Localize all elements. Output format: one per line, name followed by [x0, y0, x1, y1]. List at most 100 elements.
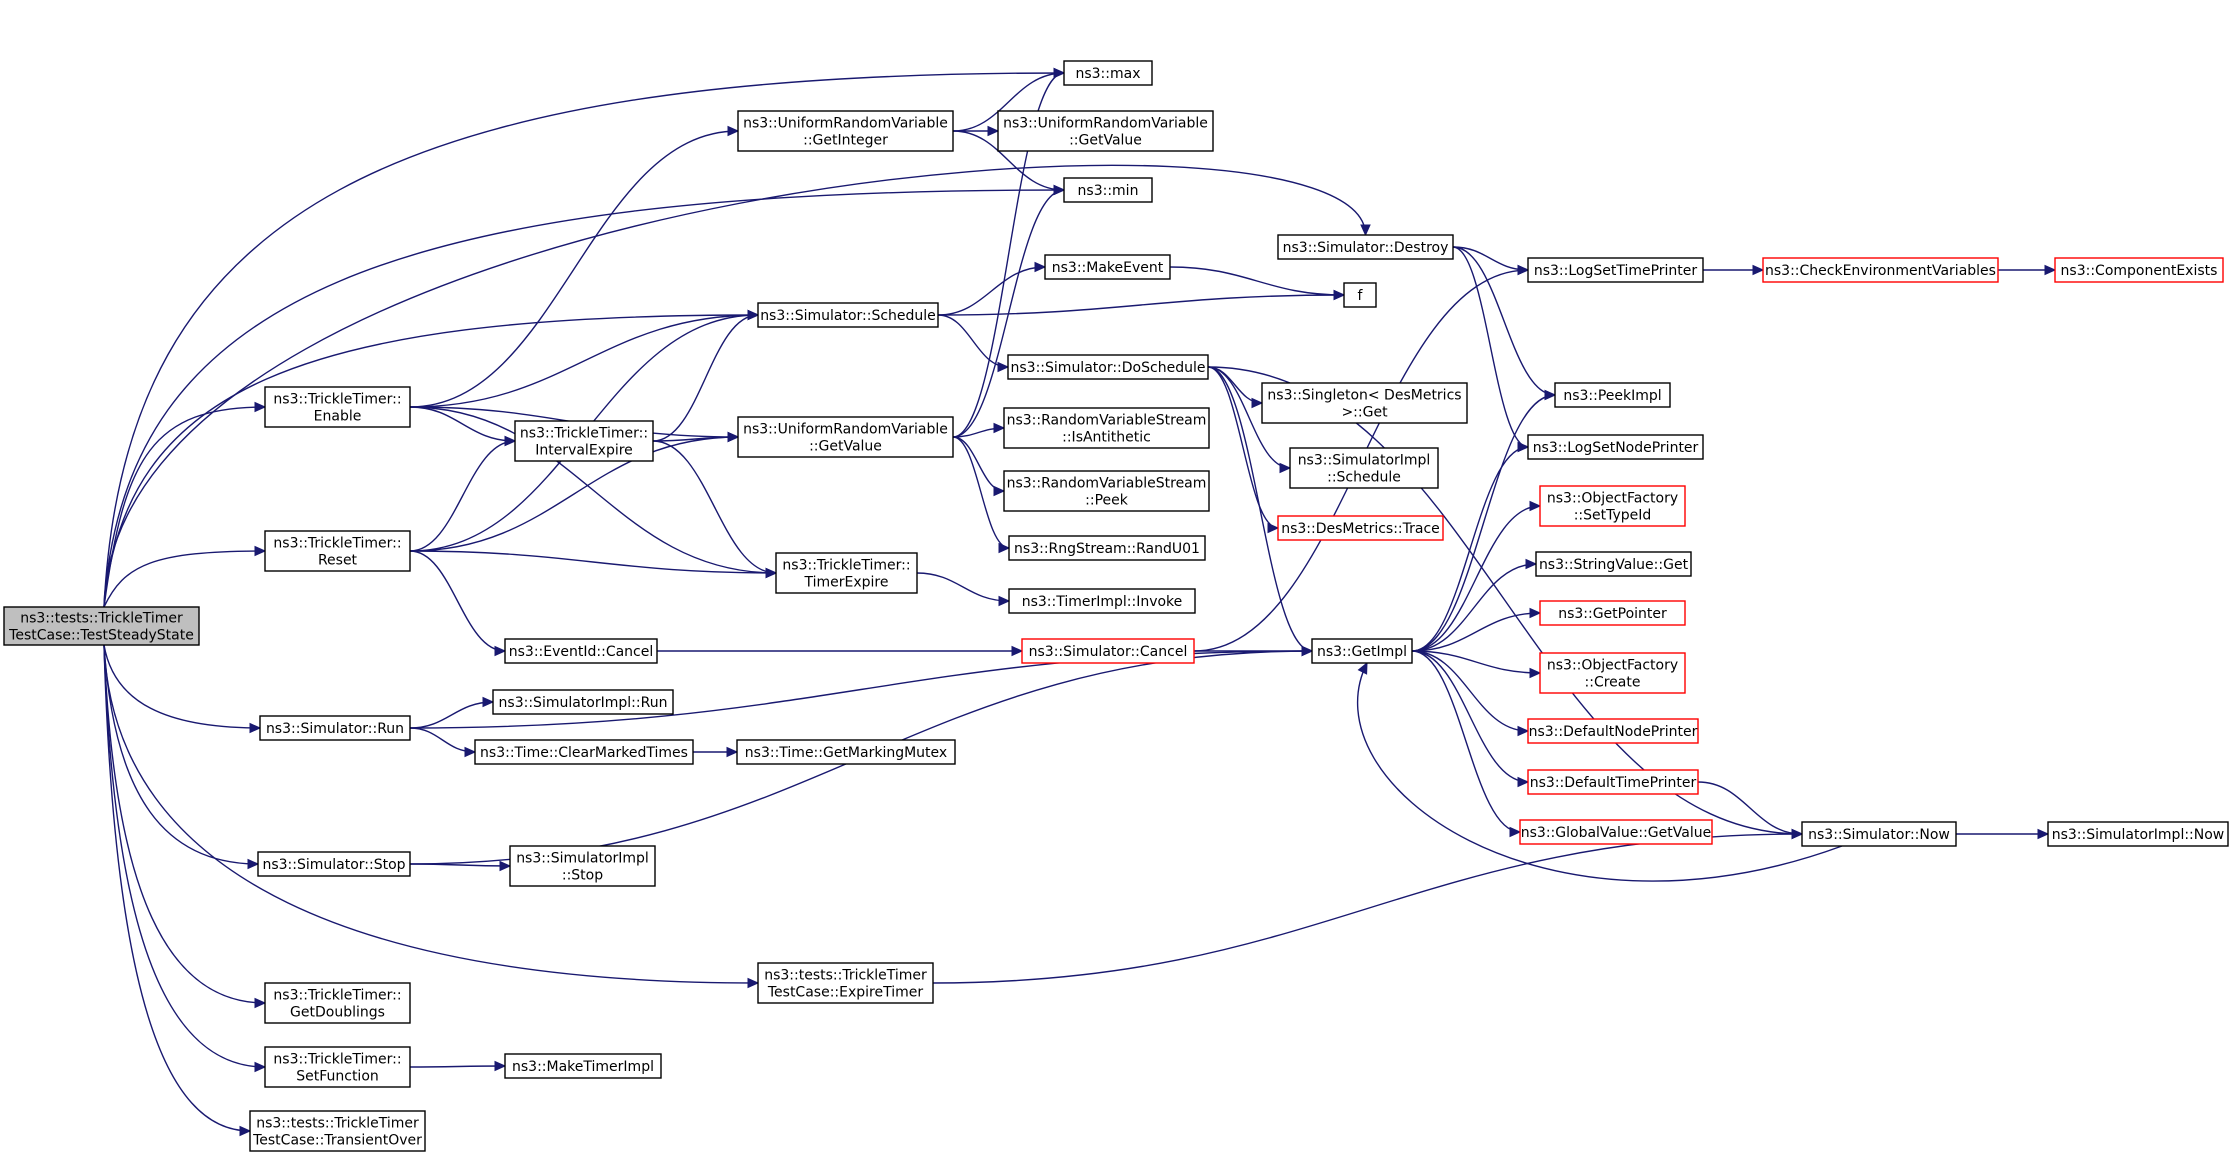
- node-rvs_isanti[interactable]: ns3::RandomVariableStream::IsAntithetic: [1003, 407, 1210, 449]
- node-label-line: ns3::Simulator::Stop: [262, 857, 405, 873]
- edge-line: [103, 644, 259, 865]
- node-getpointer[interactable]: ns3::GetPointer: [1539, 600, 1686, 626]
- node-peekimpl[interactable]: ns3::PeekImpl: [1554, 382, 1671, 408]
- edge-line: [652, 314, 759, 442]
- node-label-line: ns3::min: [1078, 183, 1139, 199]
- node-box: [1519, 819, 1713, 845]
- arrowhead: [464, 746, 477, 758]
- node-timerimpl_invoke[interactable]: ns3::TimerImpl::Invoke: [1008, 588, 1196, 614]
- node-box: [1801, 821, 1957, 847]
- node-sim_schedule[interactable]: ns3::Simulator::Schedule: [757, 302, 939, 328]
- node-compexists[interactable]: ns3::ComponentExists: [2054, 257, 2224, 283]
- node-tt_expiretimer[interactable]: ns3::tests::TrickleTimerTestCase::Expire…: [757, 962, 934, 1004]
- node-label-line: ns3::TrickleTimer::: [520, 426, 648, 442]
- arrowhead: [1525, 558, 1538, 570]
- arrowhead: [1517, 725, 1530, 737]
- node-time_getmarking[interactable]: ns3::Time::GetMarkingMutex: [736, 739, 956, 765]
- node-desmetrics_trace[interactable]: ns3::DesMetrics::Trace: [1277, 515, 1444, 541]
- node-label-line: ns3::MakeTimerImpl: [512, 1059, 654, 1075]
- node-tt_reset[interactable]: ns3::TrickleTimer::Reset: [264, 530, 411, 572]
- node-globalvalue_get[interactable]: ns3::GlobalValue::GetValue: [1519, 819, 1713, 845]
- edge-line: [1207, 366, 1313, 652]
- node-tt_setfunction[interactable]: ns3::TrickleTimer::SetFunction: [264, 1046, 411, 1088]
- edge-root-to-tt_enable: [103, 401, 267, 608]
- node-makeevent[interactable]: ns3::MakeEvent: [1044, 254, 1171, 280]
- arrowhead: [1053, 67, 1066, 79]
- arrowhead: [727, 125, 740, 137]
- node-objfact_create[interactable]: ns3::ObjectFactory::Create: [1539, 652, 1686, 694]
- edge-sim_doschedule-to-desmetrics_trace: [1207, 366, 1280, 534]
- node-box: [264, 982, 411, 1024]
- node-tt_transient[interactable]: ns3::tests::TrickleTimerTestCase::Transi…: [249, 1110, 426, 1152]
- node-rng_randu01[interactable]: ns3::RngStream::RandU01: [1008, 535, 1206, 561]
- node-label-line: IntervalExpire: [535, 443, 633, 459]
- edge-getimpl-to-defnodeprinter: [1411, 650, 1530, 737]
- node-getimpl[interactable]: ns3::GetImpl: [1311, 638, 1413, 664]
- node-box: [249, 1110, 426, 1152]
- arrowhead: [1752, 264, 1765, 276]
- node-simimpl_now[interactable]: ns3::SimulatorImpl::Now: [2047, 821, 2229, 847]
- edge-root-to-sim_stop: [103, 644, 260, 870]
- arrowhead: [1517, 264, 1530, 276]
- node-rvs_peek[interactable]: ns3::RandomVariableStream::Peek: [1003, 470, 1210, 512]
- edge-root-to-min: [103, 184, 1066, 608]
- node-root[interactable]: ns3::tests::TrickleTimerTestCase::TestSt…: [3, 606, 200, 646]
- node-defnodeprinter[interactable]: ns3::DefaultNodePrinter: [1527, 718, 1699, 744]
- node-tt_intexp[interactable]: ns3::TrickleTimer::IntervalExpire: [514, 420, 654, 462]
- edge-line: [932, 833, 1803, 984]
- edge-tt_intexp-to-tt_timerexp: [652, 440, 778, 579]
- edge-getimpl-to-peekimpl: [1411, 389, 1557, 652]
- node-uri_getint[interactable]: ns3::UniformRandomVariable::GetInteger: [737, 110, 954, 152]
- node-sim_run[interactable]: ns3::Simulator::Run: [259, 715, 411, 741]
- node-stringvalue_get[interactable]: ns3::StringValue::Get: [1535, 551, 1692, 577]
- edge-line: [103, 644, 266, 1004]
- edge-urv_getval-to-rng_randu01: [952, 436, 1011, 554]
- node-singleton_get[interactable]: ns3::Singleton< DesMetrics>::Get: [1261, 382, 1468, 424]
- edge-line: [1411, 650, 1541, 674]
- edge-root-to-tt_transient: [103, 644, 252, 1137]
- node-simimpl_run[interactable]: ns3::SimulatorImpl::Run: [492, 689, 674, 715]
- arrowhead: [249, 722, 262, 734]
- node-f[interactable]: f: [1343, 282, 1377, 308]
- node-eventid_cancel[interactable]: ns3::EventId::Cancel: [504, 638, 658, 664]
- node-simimpl_stop[interactable]: ns3::SimulatorImpl::Stop: [509, 845, 656, 887]
- node-urv_getval[interactable]: ns3::UniformRandomVariable::GetValue: [737, 416, 954, 458]
- node-sim_stop[interactable]: ns3::Simulator::Stop: [257, 851, 411, 877]
- node-max[interactable]: ns3::max: [1063, 60, 1153, 86]
- edge-root-to-sim_schedule: [103, 309, 760, 608]
- node-time_clearmarked[interactable]: ns3::Time::ClearMarkedTimes: [474, 739, 694, 765]
- node-min[interactable]: ns3::min: [1063, 177, 1153, 203]
- node-box: [1044, 254, 1171, 280]
- node-label-line: ns3::DefaultTimePrinter: [1530, 775, 1697, 791]
- node-logsettime[interactable]: ns3::LogSetTimePrinter: [1527, 257, 1704, 283]
- node-tt_getdoublings[interactable]: ns3::TrickleTimer::GetDoublings: [264, 982, 411, 1024]
- node-sim_cancel[interactable]: ns3::Simulator::Cancel: [1021, 638, 1195, 664]
- node-tt_timerexp[interactable]: ns3::TrickleTimer::TimerExpire: [775, 552, 918, 594]
- node-label-line: ns3::TrickleTimer::: [273, 392, 401, 408]
- node-label-line: ns3::GetImpl: [1317, 644, 1407, 660]
- node-sim_destroy[interactable]: ns3::Simulator::Destroy: [1277, 234, 1454, 260]
- edge-line: [952, 130, 1065, 191]
- node-sim_doschedule[interactable]: ns3::Simulator::DoSchedule: [1007, 354, 1209, 380]
- node-label-line: TestCase::TransientOver: [252, 1133, 422, 1149]
- node-maketimerimpl[interactable]: ns3::MakeTimerImpl: [504, 1053, 662, 1079]
- node-box: [1527, 718, 1699, 744]
- edge-line: [952, 72, 1065, 438]
- node-objfact_settype[interactable]: ns3::ObjectFactory::SetTypeId: [1539, 485, 1686, 527]
- node-label-line: ns3::SimulatorImpl::Now: [2052, 827, 2225, 843]
- node-box: [1289, 447, 1439, 489]
- node-box: [257, 851, 411, 877]
- node-urv_getval_right[interactable]: ns3::UniformRandomVariable::GetValue: [997, 110, 1214, 152]
- node-deftimeprinter[interactable]: ns3::DefaultTimePrinter: [1527, 769, 1699, 795]
- node-label-line: ns3::Time::GetMarkingMutex: [745, 745, 947, 761]
- node-logsetnode[interactable]: ns3::LogSetNodePrinter: [1527, 434, 1704, 460]
- node-simimpl_sched[interactable]: ns3::SimulatorImpl::Schedule: [1289, 447, 1439, 489]
- arrowhead: [1053, 184, 1066, 196]
- edge-tt_setfunction-to-maketimerimpl: [409, 1060, 507, 1072]
- node-checkenv[interactable]: ns3::CheckEnvironmentVariables: [1762, 257, 1999, 283]
- node-tt_enable[interactable]: ns3::TrickleTimer::Enable: [264, 386, 411, 428]
- edge-line: [409, 550, 777, 574]
- node-sim_now[interactable]: ns3::Simulator::Now: [1801, 821, 1957, 847]
- arrowhead: [993, 485, 1006, 497]
